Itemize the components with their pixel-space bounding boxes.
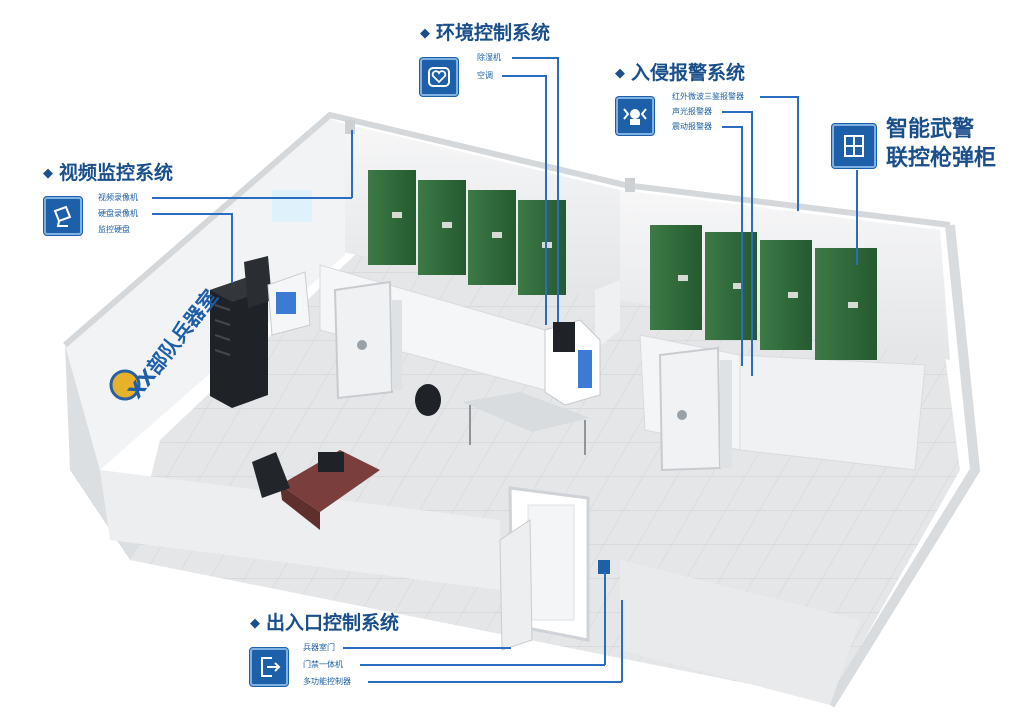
intrusion-leader-2v: [751, 111, 753, 376]
env-leader-1v: [557, 57, 559, 322]
server-rack: [210, 256, 272, 408]
vault-door-right: [658, 346, 732, 472]
camera-left: [345, 120, 355, 134]
env-leader-2v: [545, 75, 547, 325]
video-leader-2: [152, 213, 232, 215]
env-leader-1: [512, 57, 558, 59]
vault-door-left: [333, 280, 402, 400]
camera-icon: [44, 197, 82, 235]
access-leader-3: [368, 681, 622, 683]
intrusion-leader-2: [722, 111, 752, 113]
cabinet-icon: [832, 124, 876, 168]
intrusion-system-title: ◆入侵报警系统: [615, 62, 746, 84]
camera-right: [625, 178, 635, 192]
alarm-speaker-icon: [616, 97, 654, 135]
video-leader-1v: [351, 130, 353, 198]
partition-mid: [595, 280, 620, 350]
intrusion-item-vibration: 震动报警器: [672, 122, 712, 131]
office-desk: [252, 450, 380, 530]
front-wall: [100, 470, 500, 590]
vault-door-front: [499, 486, 610, 651]
video-system-title: ◆视频监控系统: [43, 162, 174, 184]
access-leader-3v: [621, 600, 623, 682]
access-leader-1: [343, 647, 511, 649]
video-item-nvr: 硬盘录像机: [98, 209, 138, 218]
env-item-dehumidifier: 除湿机: [477, 53, 501, 62]
intrusion-leader-3v: [741, 126, 743, 366]
monitor-console: [267, 271, 311, 336]
cabinet-title-line1: 智能武警: [886, 117, 975, 142]
cabinet-title-line2: 联控枪弹柜: [886, 146, 997, 171]
wall-emblem: [109, 369, 141, 401]
ac-unit: [544, 319, 601, 406]
intrusion-leader-1: [760, 96, 798, 98]
intrusion-item-strobe: 声光报警器: [672, 107, 712, 116]
access-item-controller: 多功能控制器: [303, 677, 351, 686]
center-table: [462, 392, 590, 455]
env-item-ac: 空调: [477, 71, 493, 80]
intrusion-leader-3: [722, 126, 742, 128]
env-leader-2: [502, 75, 546, 77]
cabinet-group-right: [650, 225, 877, 360]
intrusion-item-pir: 红外微波三鉴报警器: [672, 92, 744, 101]
access-leader-2v: [604, 572, 606, 665]
video-item-recorder: 视频录像机: [98, 193, 138, 202]
exit-door-icon: [250, 648, 288, 686]
video-item-hdd: 监控硬盘: [98, 225, 130, 234]
trash-bin: [415, 384, 441, 416]
access-item-door: 兵器室门: [303, 643, 335, 652]
access-leader-2: [360, 664, 605, 666]
access-system-title: ◆出入口控制系统: [250, 612, 400, 634]
environment-system-title: ◆环境控制系统: [420, 22, 551, 44]
cabinet-leader: [856, 170, 858, 265]
access-item-reader: 门禁一体机: [303, 660, 343, 669]
video-leader-2v: [231, 213, 233, 283]
heart-monitor-icon: [420, 58, 458, 96]
intrusion-leader-1v: [797, 96, 799, 211]
video-leader-1: [152, 197, 352, 199]
wall-poster: [272, 190, 312, 222]
cabinet-group-left: [368, 170, 566, 295]
